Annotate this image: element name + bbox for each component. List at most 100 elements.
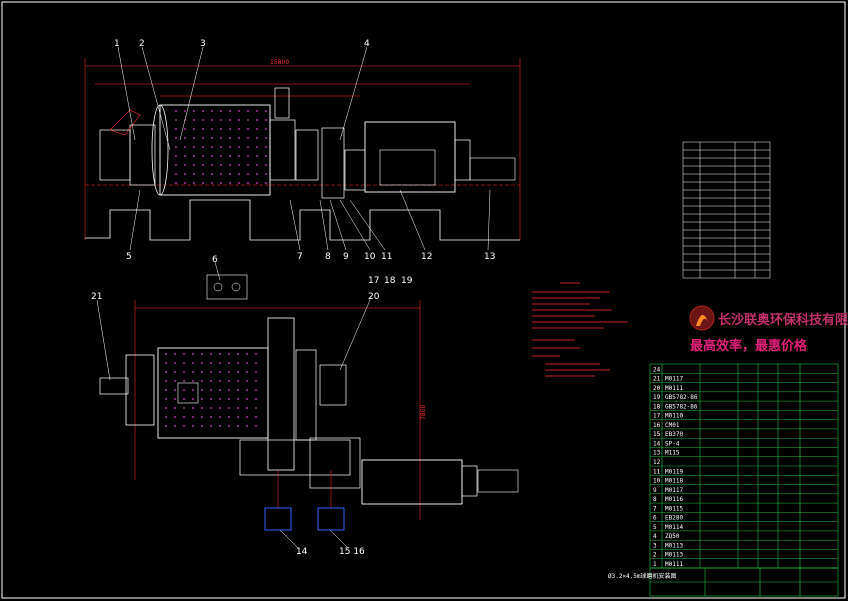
liner-bolt-dot <box>237 389 239 391</box>
plan-mill-drum <box>157 347 269 439</box>
liner-bolt-dot <box>219 407 221 409</box>
liner-bolt-dot <box>201 407 203 409</box>
liner-bolt-dot <box>174 353 176 355</box>
liner-bolt-dot <box>201 371 203 373</box>
bom-row-code: GB5782-86 <box>665 403 698 410</box>
liner-bolt-dot <box>201 380 203 382</box>
liner-bolt-dot <box>237 362 239 364</box>
liner-bolt-dot <box>265 137 267 139</box>
liner-bolt-dot <box>211 182 213 184</box>
liner-bolt-dot <box>175 182 177 184</box>
liner-bolt-dot <box>193 128 195 130</box>
liner-bolt-dot <box>219 362 221 364</box>
liner-bolt-dot <box>183 362 185 364</box>
bom-row-number: 10 <box>653 478 661 485</box>
liner-bolt-dot <box>247 110 249 112</box>
liner-bolt-dot <box>238 110 240 112</box>
bom-row-number: 11 <box>653 468 661 475</box>
liner-bolt-dot <box>211 110 213 112</box>
bom-row-number: 13 <box>653 450 661 457</box>
liner-bolt-dot <box>265 164 267 166</box>
liner-bolt-dot <box>192 362 194 364</box>
bom-row-number: 16 <box>653 422 661 429</box>
liner-bolt-dot <box>193 173 195 175</box>
part-label-4: 4 <box>364 39 370 49</box>
liner-bolt-dot <box>175 155 177 157</box>
liner-bolt-dot <box>229 137 231 139</box>
part-label-18: 18 <box>384 276 396 286</box>
liner-bolt-dot <box>265 110 267 112</box>
liner-bolt-dot <box>202 155 204 157</box>
liner-bolt-dot <box>192 371 194 373</box>
liner-bolt-dot <box>229 128 231 130</box>
base-pad-14 <box>264 507 292 531</box>
liner-bolt-dot <box>265 119 267 121</box>
liner-bolt-dot <box>184 110 186 112</box>
bom-row-code: M0117 <box>665 376 683 383</box>
liner-bolt-dot <box>238 182 240 184</box>
liner-bolt-dot <box>229 182 231 184</box>
bom-row-code: M0113 <box>665 552 683 559</box>
bom-row-code: GB5782-86 <box>665 394 698 401</box>
plan-label-15-16: 15 16 <box>339 547 365 557</box>
liner-bolt-dot <box>220 164 222 166</box>
liner-bolt-dot <box>211 173 213 175</box>
liner-bolt-dot <box>183 353 185 355</box>
liner-bolt-dot <box>211 155 213 157</box>
liner-bolt-dot <box>165 416 167 418</box>
liner-bolt-dot <box>175 173 177 175</box>
bom-row-number: 1 <box>653 561 657 568</box>
liner-bolt-dot <box>174 380 176 382</box>
liner-bolt-dot <box>256 155 258 157</box>
liner-bolt-dot <box>183 416 185 418</box>
liner-bolt-dot <box>247 173 249 175</box>
liner-bolt-dot <box>165 353 167 355</box>
liner-bolt-dot <box>255 425 257 427</box>
liner-bolt-dot <box>237 398 239 400</box>
bom-row-code: ZQ50 <box>665 533 680 540</box>
part-label-13: 13 <box>484 252 495 262</box>
bom-row-number: 14 <box>653 440 661 447</box>
liner-bolt-dot <box>210 398 212 400</box>
bom-row-code: M0111 <box>665 385 683 392</box>
liner-bolt-dot <box>165 380 167 382</box>
liner-bolt-dot <box>238 137 240 139</box>
liner-bolt-dot <box>174 362 176 364</box>
liner-bolt-dot <box>255 416 257 418</box>
liner-bolt-dot <box>246 353 248 355</box>
liner-bolt-dot <box>184 146 186 148</box>
liner-bolt-dot <box>237 425 239 427</box>
liner-bolt-dot <box>247 119 249 121</box>
liner-bolt-dot <box>255 353 257 355</box>
bom-row-number: 2 <box>653 552 657 559</box>
liner-bolt-dot <box>193 164 195 166</box>
liner-bolt-dot <box>228 380 230 382</box>
liner-bolt-dot <box>175 164 177 166</box>
liner-bolt-dot <box>192 380 194 382</box>
elevation-view: 15800 <box>84 46 521 251</box>
liner-bolt-dot <box>256 137 258 139</box>
bom-row-number: 8 <box>653 496 657 503</box>
liner-bolt-dot <box>174 416 176 418</box>
liner-bolt-dot <box>192 407 194 409</box>
liner-bolt-dot <box>255 362 257 364</box>
liner-bolt-dot <box>184 155 186 157</box>
part-label-19: 19 <box>401 276 413 286</box>
liner-bolt-dot <box>220 182 222 184</box>
liner-bolt-dot <box>229 173 231 175</box>
bom-row-code: M0116 <box>665 496 683 503</box>
liner-bolt-dot <box>256 119 258 121</box>
bom-row-code: M0119 <box>665 468 683 475</box>
bom-row-number: 21 <box>653 376 661 383</box>
liner-bolt-dot <box>184 164 186 166</box>
liner-bolt-dot <box>247 137 249 139</box>
liner-bolt-dot <box>219 353 221 355</box>
liner-bolt-dot <box>211 119 213 121</box>
liner-bolt-dot <box>265 128 267 130</box>
liner-bolt-dot <box>174 398 176 400</box>
liner-bolt-dot <box>183 380 185 382</box>
liner-bolt-dot <box>192 389 194 391</box>
liner-bolt-dot <box>256 173 258 175</box>
